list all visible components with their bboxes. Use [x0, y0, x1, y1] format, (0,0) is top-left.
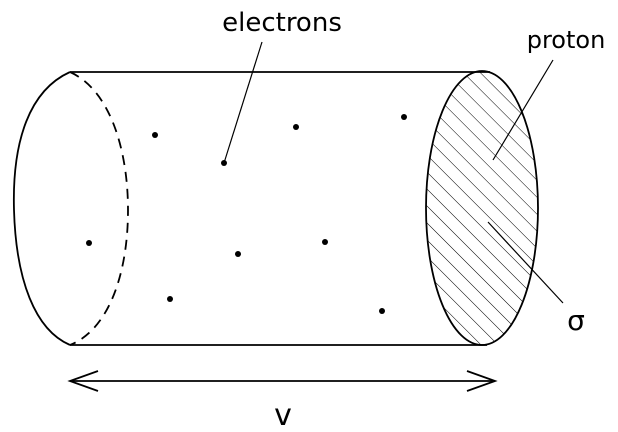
- electron-dot: [86, 240, 92, 246]
- proton-leader-line: [492, 59, 554, 161]
- left-end-hidden-arc: [69, 71, 129, 346]
- electrons-label: electrons: [222, 8, 342, 38]
- left-end-front-arc: [12, 71, 71, 346]
- velocity-arrow-left-head: [67, 370, 99, 392]
- electron-dots: [86, 114, 407, 314]
- electron-dot: [235, 251, 241, 257]
- electron-dot: [401, 114, 407, 120]
- electrons-leader-line: [223, 41, 263, 164]
- electron-dot: [152, 132, 158, 138]
- electron-dot: [167, 296, 173, 302]
- velocity-arrow-right-head: [466, 370, 498, 392]
- electron-dot: [293, 124, 299, 130]
- proton-label: proton: [527, 26, 606, 54]
- electron-dot: [322, 239, 328, 245]
- sigma-label: σ: [567, 304, 585, 337]
- electron-dot: [379, 308, 385, 314]
- velocity-label: v: [274, 398, 292, 432]
- sigma-leader-line: [487, 221, 564, 304]
- proton-cross-section-fill: [426, 71, 538, 345]
- proton-cross-section-outline: [425, 70, 539, 346]
